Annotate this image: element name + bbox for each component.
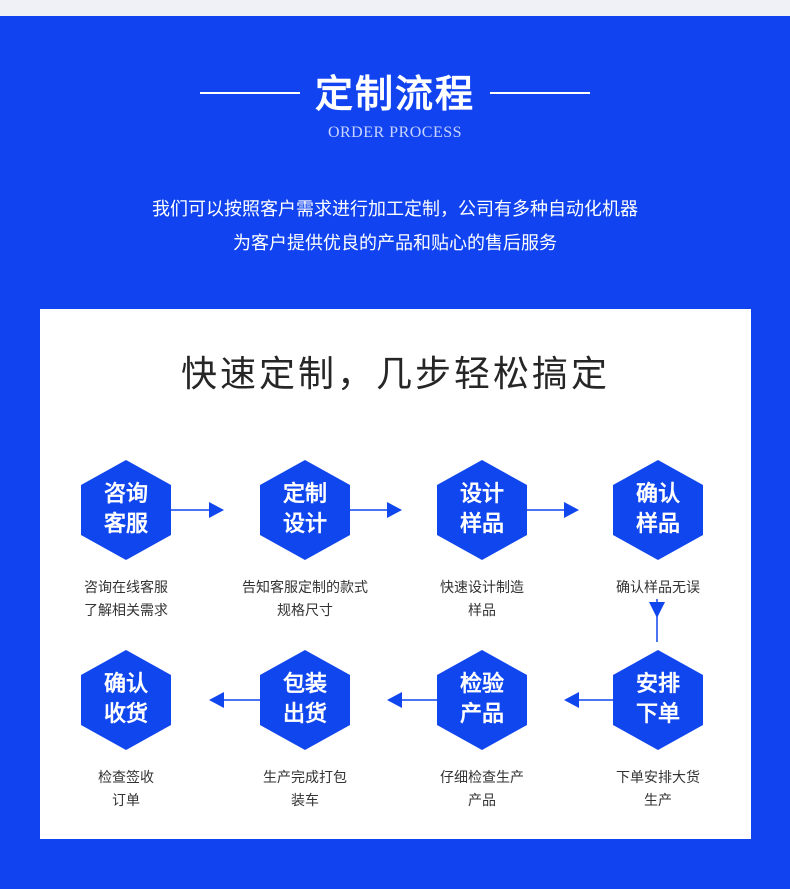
- step-label-1: 咨询客服: [103, 482, 148, 537]
- step-desc-1-line-1: 咨询在线客服: [84, 580, 168, 596]
- step-label-5: 安排下单: [635, 672, 680, 727]
- step-desc-8-line-1: 检查签收: [98, 770, 154, 786]
- step-desc-3-line-2: 样品: [468, 603, 496, 619]
- step-desc-3-line-1: 快速设计制造: [440, 580, 524, 596]
- arrow-down-icon: [649, 602, 665, 618]
- page-title: 定制流程: [314, 72, 475, 116]
- step-desc-1: 咨询在线客服 了解相关需求: [51, 577, 201, 623]
- step-desc-6: 仔细检查生产 产品: [407, 767, 557, 813]
- step-label-3: 设计样品: [459, 482, 504, 537]
- step-desc-2: 告知客服定制的款式 规格尺寸: [230, 577, 380, 623]
- step-hexagon-7: 包装出货: [260, 650, 350, 750]
- process-connectors: [171, 502, 665, 708]
- arrow-right-icon: [209, 502, 224, 518]
- step-desc-6-line-2: 产品: [468, 793, 496, 809]
- page-subtitle: ORDER PROCESS: [327, 124, 463, 141]
- section-header: 定制流程: [0, 66, 790, 122]
- step-label-6: 检验产品: [459, 672, 504, 727]
- step-desc-7-line-2: 装车: [291, 793, 319, 809]
- step-hexagon-5: 安排下单: [613, 650, 703, 750]
- process-panel: 快速定制，几步轻松搞定 咨询客服 咨询在线客服 了解相关需求 定制设计 告知客服…: [40, 309, 751, 839]
- step-label-8: 确认收货: [103, 672, 148, 727]
- arrow-right-icon: [564, 502, 579, 518]
- step-desc-6-line-1: 仔细检查生产: [440, 770, 524, 786]
- title-divider-right: [490, 92, 590, 94]
- step-hexagon-6: 检验产品: [437, 650, 527, 750]
- step-label-2: 定制设计: [282, 482, 327, 537]
- arrow-right-icon: [387, 502, 402, 518]
- step-desc-2-line-2: 规格尺寸: [277, 603, 333, 619]
- arrow-left-icon: [387, 692, 402, 708]
- title-divider-left: [200, 92, 300, 94]
- step-desc-5-line-1: 下单安排大货: [616, 770, 700, 786]
- arrow-left-icon: [209, 692, 224, 708]
- step-desc-5-line-2: 生产: [644, 793, 672, 809]
- step-label-7: 包装出货: [282, 672, 327, 727]
- step-desc-4: 确认样品无误: [583, 577, 733, 600]
- step-hexagon-8: 确认收货: [81, 650, 171, 750]
- step-desc-7-line-1: 生产完成打包: [263, 770, 347, 786]
- step-desc-7: 生产完成打包 装车: [230, 767, 380, 813]
- step-desc-4-line-1: 确认样品无误: [616, 580, 700, 596]
- arrow-left-icon: [564, 692, 579, 708]
- top-strip: [0, 0, 790, 16]
- step-desc-3: 快速设计制造 样品: [407, 577, 557, 623]
- step-desc-5: 下单安排大货 生产: [583, 767, 733, 813]
- step-desc-8: 检查签收 订单: [51, 767, 201, 813]
- step-desc-1-line-2: 了解相关需求: [84, 603, 168, 619]
- step-desc-8-line-2: 订单: [112, 793, 140, 809]
- intro-text-line-1: 我们可以按照客户需求进行加工定制，公司有多种自动化机器: [152, 199, 638, 220]
- panel-title: 快速定制，几步轻松搞定: [180, 354, 610, 395]
- step-desc-2-line-1: 告知客服定制的款式: [242, 580, 368, 596]
- step-label-4: 确认样品: [635, 482, 680, 537]
- intro-text-line-2: 为客户提供优良的产品和贴心的售后服务: [233, 233, 557, 254]
